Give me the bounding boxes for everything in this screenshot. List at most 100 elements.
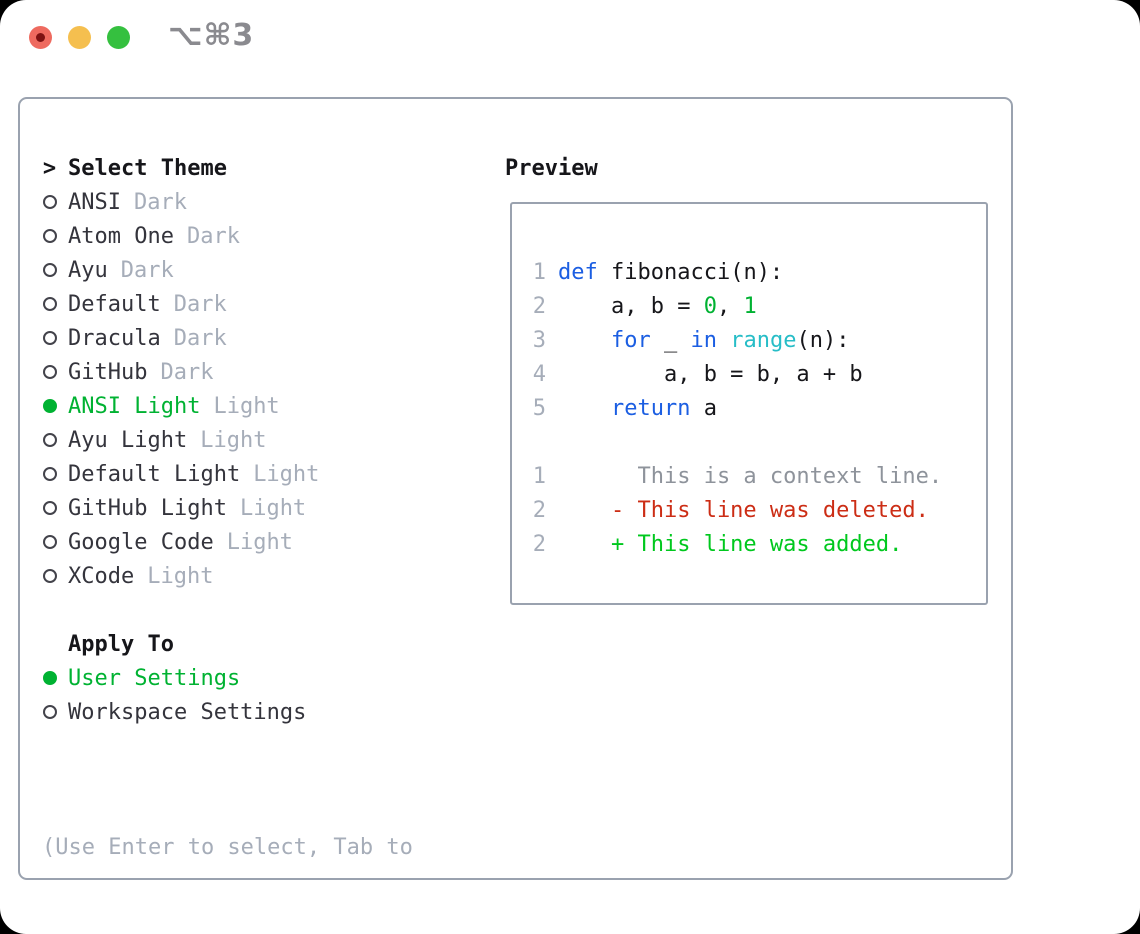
hint-line-1: (Use Enter to select, Tab to xyxy=(42,835,413,860)
radio-icon xyxy=(42,297,57,311)
line-number: 5 xyxy=(532,395,546,421)
apply-option-user-settings[interactable]: User Settings xyxy=(42,661,413,695)
radio-icon xyxy=(42,535,57,549)
zoom-button[interactable] xyxy=(107,26,130,49)
theme-variant-label: Dark xyxy=(173,291,227,317)
code-token xyxy=(717,328,730,353)
theme-variant-label: Light xyxy=(200,427,267,453)
code-line xyxy=(532,425,986,459)
code-line: 4 a, b = b, a + b xyxy=(532,357,986,391)
radio-icon xyxy=(42,433,57,447)
prompt-arrow: > xyxy=(42,155,57,181)
code-text: for _ in range(n): xyxy=(558,328,849,353)
radio-selected-icon xyxy=(42,399,57,413)
radio-icon xyxy=(42,365,57,379)
theme-name: Ayu xyxy=(68,257,108,283)
code-token: for xyxy=(610,327,651,353)
theme-variant-label: Dark xyxy=(120,257,174,283)
theme-variant-label: Light xyxy=(239,495,307,521)
preview-title: Preview xyxy=(505,155,598,181)
line-number: 2 xyxy=(532,497,546,523)
radio-icon xyxy=(42,195,57,209)
code-line: 2 + This line was added. xyxy=(532,527,986,561)
radio-icon xyxy=(42,263,57,277)
minimize-button[interactable] xyxy=(68,26,91,49)
theme-name: XCode xyxy=(68,563,135,589)
theme-option-ansi[interactable]: ANSI Dark xyxy=(42,185,413,219)
theme-option-xcode[interactable]: XCode Light xyxy=(42,559,413,593)
close-button[interactable] xyxy=(29,26,52,49)
apply-option-workspace-settings[interactable]: Workspace Settings xyxy=(42,695,413,729)
theme-variant-label: Light xyxy=(253,461,320,487)
theme-name: Atom One xyxy=(68,223,174,249)
code-token: range xyxy=(730,327,797,353)
line-number: 2 xyxy=(532,293,546,319)
code-token xyxy=(558,396,611,421)
code-token: + This line was added. xyxy=(558,531,903,557)
theme-name: GitHub xyxy=(68,359,148,385)
code-line: 2 a, b = 0, 1 xyxy=(532,289,986,323)
line-number: 3 xyxy=(532,327,546,353)
line-number: 1 xyxy=(532,259,546,285)
code-text: This is a context line. xyxy=(558,464,942,489)
code-token: return xyxy=(610,395,691,421)
radio-icon xyxy=(42,501,57,515)
code-line: 2 - This line was deleted. xyxy=(532,493,986,527)
select-theme-title: Select Theme xyxy=(68,155,227,181)
radio-icon xyxy=(42,705,57,719)
theme-option-ayu-light[interactable]: Ayu Light Light xyxy=(42,423,413,457)
window-shortcut-label: ⌥⌘3 xyxy=(168,18,255,53)
theme-option-atom-one[interactable]: Atom One Dark xyxy=(42,219,413,253)
theme-name: Dracula xyxy=(68,325,161,351)
line-number: 4 xyxy=(532,361,546,387)
theme-name: Default Light xyxy=(68,461,241,487)
code-token: 1 xyxy=(743,293,757,319)
code-text: def fibonacci(n): xyxy=(558,260,783,285)
code-text: - This line was deleted. xyxy=(558,498,929,523)
keyboard-hint: (Use Enter to select, Tab to change focu… xyxy=(42,763,413,934)
code-token: 0 xyxy=(703,293,717,319)
radio-icon xyxy=(42,467,57,481)
theme-option-dracula[interactable]: Dracula Dark xyxy=(42,321,413,355)
theme-variant-label: Dark xyxy=(173,325,227,351)
radio-icon xyxy=(42,331,57,345)
theme-variant-label: Light xyxy=(226,529,293,555)
theme-variant-label: Light xyxy=(147,563,214,589)
theme-variant-label: Dark xyxy=(133,189,187,215)
theme-option-default-light[interactable]: Default Light Light xyxy=(42,457,413,491)
code-token xyxy=(558,328,611,353)
code-line: 1 This is a context line. xyxy=(532,459,986,493)
theme-variant-label: Dark xyxy=(186,223,240,249)
theme-name: ANSI xyxy=(68,189,121,215)
code-text: return a xyxy=(558,396,717,421)
theme-option-ayu[interactable]: Ayu Dark xyxy=(42,253,413,287)
code-line: 3 for _ in range(n): xyxy=(532,323,986,357)
theme-name: Ayu Light xyxy=(68,427,188,453)
code-text: + This line was added. xyxy=(558,532,902,557)
code-token: This is a context line. xyxy=(558,463,943,489)
apply-option-label: User Settings xyxy=(68,665,241,691)
code-token: in xyxy=(690,327,717,353)
code-token: - This line was deleted. xyxy=(558,497,929,523)
apply-to-header: Apply To xyxy=(42,627,413,661)
code-line: 1 def fibonacci(n): xyxy=(532,255,986,289)
line-number: 1 xyxy=(532,463,546,489)
titlebar xyxy=(29,26,130,49)
code-token: (n): xyxy=(796,327,850,353)
code-text: a, b = 0, 1 xyxy=(558,294,757,319)
theme-option-google-code[interactable]: Google Code Light xyxy=(42,525,413,559)
code-token: fibonacci(n): xyxy=(597,259,784,285)
code-token: _ xyxy=(650,327,691,353)
apply-to-title: Apply To xyxy=(68,631,174,657)
theme-name: Google Code xyxy=(68,529,214,555)
